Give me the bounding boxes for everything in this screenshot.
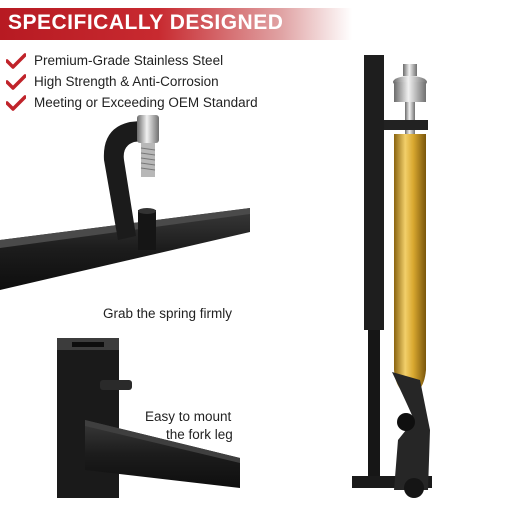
- section-banner: [0, 8, 352, 40]
- feature-item: Premium-Grade Stainless Steel: [6, 50, 258, 71]
- fork-stand: [352, 55, 432, 488]
- checkmark-icon: [6, 94, 26, 111]
- clamp-bracket-bottom: [57, 338, 240, 498]
- feature-item: Meeting or Exceeding OEM Standard: [6, 92, 258, 113]
- fork-leg: [384, 64, 430, 498]
- feature-list: Premium-Grade Stainless Steel High Stren…: [6, 50, 258, 113]
- feature-label: High Strength & Anti-Corrosion: [34, 74, 219, 89]
- checkmark-icon: [6, 73, 26, 90]
- caption-spring: Grab the spring firmly: [103, 306, 233, 321]
- caption-mount-line2: the fork leg: [166, 427, 233, 442]
- banner-title: SPECIFICALLY DESIGNED: [8, 11, 284, 34]
- checkmark-icon: [6, 52, 26, 69]
- caption-mount-line1: Easy to mount: [145, 409, 232, 424]
- feature-label: Meeting or Exceeding OEM Standard: [34, 95, 258, 110]
- feature-label: Premium-Grade Stainless Steel: [34, 53, 224, 68]
- clamp-bar-top: [0, 115, 250, 290]
- feature-item: High Strength & Anti-Corrosion: [6, 71, 258, 92]
